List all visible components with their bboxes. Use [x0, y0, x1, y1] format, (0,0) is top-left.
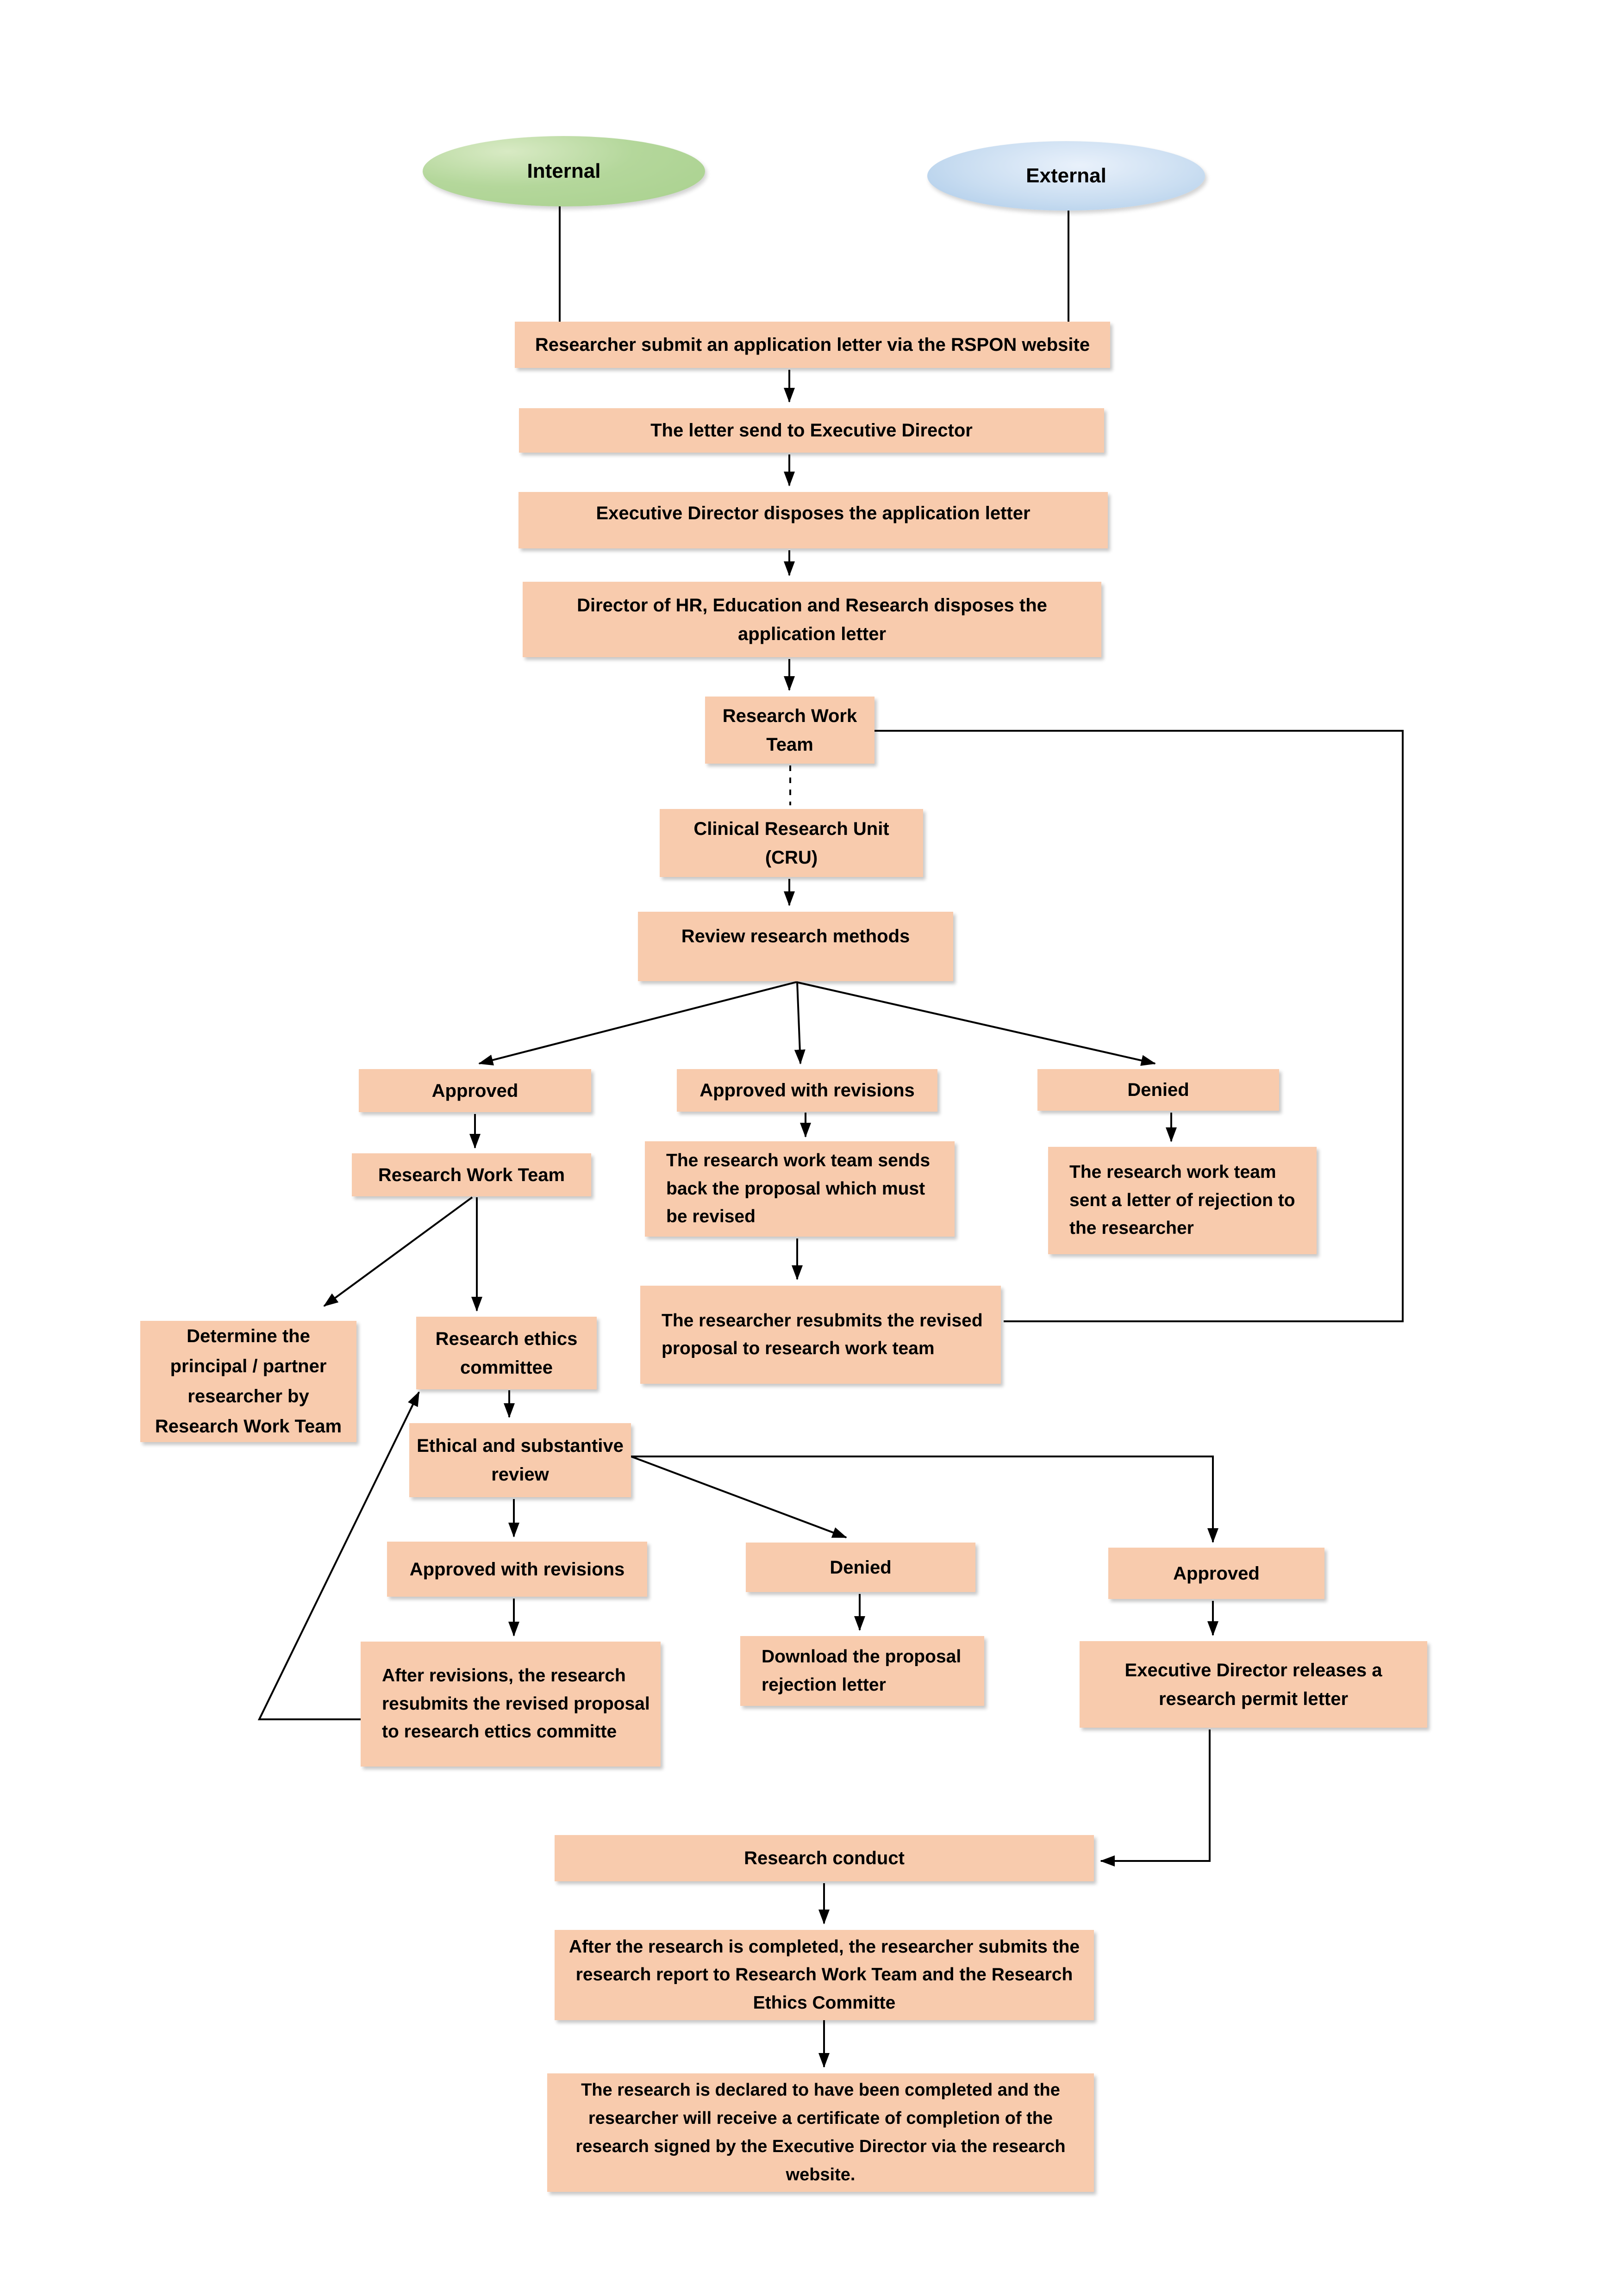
- step-send-back-proposal: The research work team sends back the pr…: [645, 1141, 955, 1237]
- step-research-ethics-committee: Research ethics committee: [416, 1317, 597, 1389]
- step-clinical-research-unit: Clinical Research Unit (CRU): [660, 809, 923, 877]
- step-resubmit-revised-proposal: The researcher resubmits the revised pro…: [640, 1286, 1001, 1384]
- outcome-approved-with-revisions-1: Approved with revisions: [677, 1069, 937, 1112]
- outcome-denied-2: Denied: [746, 1543, 975, 1592]
- outcome-approved-1: Approved: [359, 1069, 591, 1112]
- outcome-approved-with-revisions-2: Approved with revisions: [387, 1542, 647, 1597]
- step-download-rejection-letter: Download the proposal rejection letter: [740, 1636, 984, 1706]
- step-research-conduct: Research conduct: [555, 1835, 1094, 1881]
- terminal-internal-label: Internal: [527, 160, 601, 182]
- step-hr-director-disposes: Director of HR, Education and Research d…: [523, 582, 1101, 657]
- outcome-approved-2: Approved: [1108, 1548, 1324, 1599]
- step-ethical-substantive-review: Ethical and substantive review: [409, 1423, 631, 1497]
- step-research-declared-complete: The research is declared to have been co…: [547, 2073, 1094, 2192]
- step-submit-application: Researcher submit an application letter …: [515, 322, 1110, 368]
- step-research-permit-letter: Executive Director releases a research p…: [1080, 1641, 1427, 1728]
- step-research-work-team: Research Work Team: [705, 697, 874, 764]
- step-research-work-team-2: Research Work Team: [352, 1153, 591, 1196]
- step-submit-research-report: After the research is completed, the res…: [555, 1930, 1094, 2020]
- step-rejection-letter: The research work team sent a letter of …: [1048, 1147, 1317, 1254]
- step-letter-to-executive-director: The letter send to Executive Director: [519, 408, 1104, 453]
- terminal-external: External: [927, 141, 1205, 211]
- terminal-internal: Internal: [423, 136, 705, 206]
- step-determine-principal-researcher: Determine the principal / partner resear…: [140, 1321, 356, 1442]
- outcome-denied-1: Denied: [1037, 1069, 1279, 1111]
- step-executive-director-disposes: Executive Director disposes the applicat…: [518, 492, 1108, 548]
- step-after-revisions-resubmit: After revisions, the research resubmits …: [361, 1642, 661, 1767]
- step-review-research-methods: Review research methods: [638, 912, 953, 981]
- terminal-external-label: External: [1026, 164, 1106, 187]
